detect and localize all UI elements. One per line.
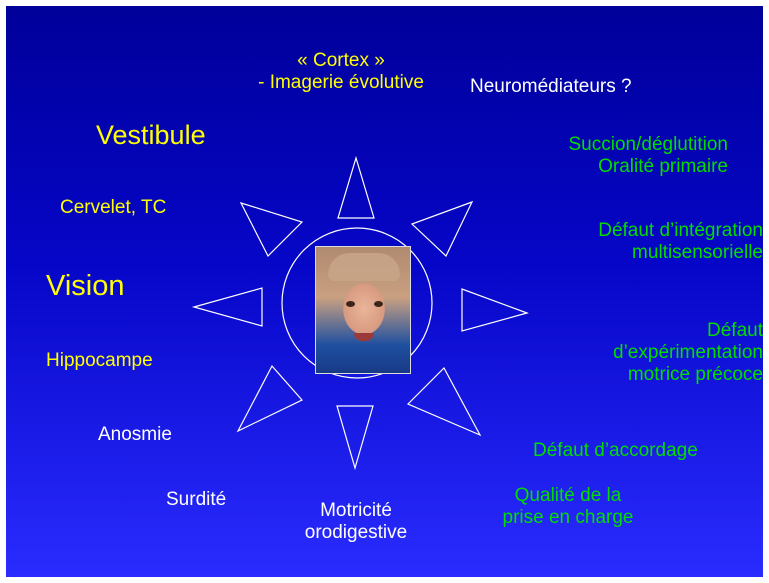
ray-top-right: [412, 202, 472, 256]
label-integration: Défaut d’intégration multisensorielle: [486, 220, 763, 264]
photo-eye-right: [374, 301, 383, 307]
ray-left: [194, 288, 262, 326]
ray-top-left: [241, 203, 302, 256]
photo-eye-left: [346, 301, 355, 307]
label-hippocampe: Hippocampe: [46, 350, 153, 372]
label-vestibule: Vestibule: [96, 120, 206, 151]
label-experimentation: Défaut d’expérimentation motrice précoce: [506, 320, 763, 386]
child-photo: [315, 246, 411, 374]
slide: « Cortex » - Imagerie évolutive Neuroméd…: [6, 6, 763, 577]
label-anosmie: Anosmie: [98, 424, 172, 446]
label-cortex: « Cortex » - Imagerie évolutive: [221, 50, 461, 94]
label-motricite: Motricité orodigestive: [296, 500, 416, 544]
photo-hair: [328, 253, 400, 281]
label-qualite: Qualité de la prise en charge: [478, 485, 658, 529]
photo-mouth: [354, 333, 374, 341]
label-succion: Succion/déglutition Oralité primaire: [476, 134, 728, 178]
label-vision: Vision: [46, 270, 124, 303]
label-neuromediateurs: Neuromédiateurs ?: [470, 76, 632, 98]
label-surdite: Surdité: [166, 489, 226, 511]
label-accordage: Défaut d’accordage: [533, 440, 698, 462]
ray-top: [338, 158, 374, 218]
ray-bottom-left: [238, 366, 302, 431]
label-cervelet: Cervelet, TC: [60, 197, 166, 219]
ray-bottom-right: [408, 368, 480, 435]
ray-bottom: [337, 406, 373, 468]
